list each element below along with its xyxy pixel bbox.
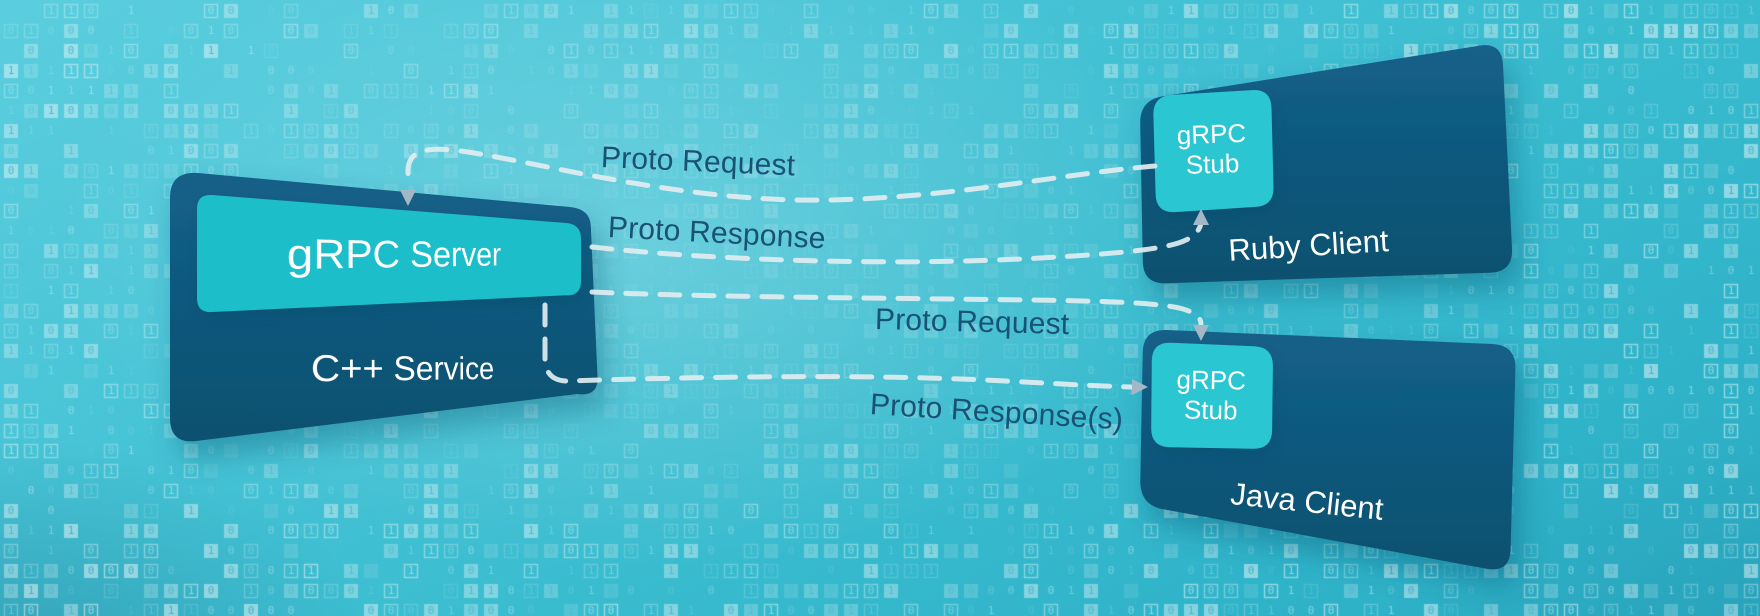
arrowhead-into-java-stub-left-icon: [1132, 379, 1148, 395]
grpc-server-box: [197, 194, 581, 313]
proto-request-ruby-line: [405, 146, 1158, 203]
java-grpc-stub-box: [1151, 342, 1273, 449]
arrowhead-into-ruby-stub-icon: [1193, 209, 1209, 225]
proto-response-java-line: [542, 302, 1134, 390]
ruby-grpc-stub-box: [1153, 90, 1274, 213]
ruby-grpc-stub-label: gRPC Stub: [1176, 117, 1247, 181]
cpp-service-label: C++ Service: [310, 347, 495, 391]
proto-request-java-label: Proto Request: [874, 303, 1070, 342]
arrowhead-into-java-stub-top-icon: [1193, 325, 1209, 341]
grpc-server-label: gRPC Server: [286, 230, 502, 279]
arrowhead-into-server-icon: [400, 190, 416, 206]
java-grpc-stub-label: gRPC Stub: [1176, 364, 1247, 426]
proto-response-ruby-line: [589, 220, 1204, 265]
proto-request-java-line: [589, 289, 1204, 327]
